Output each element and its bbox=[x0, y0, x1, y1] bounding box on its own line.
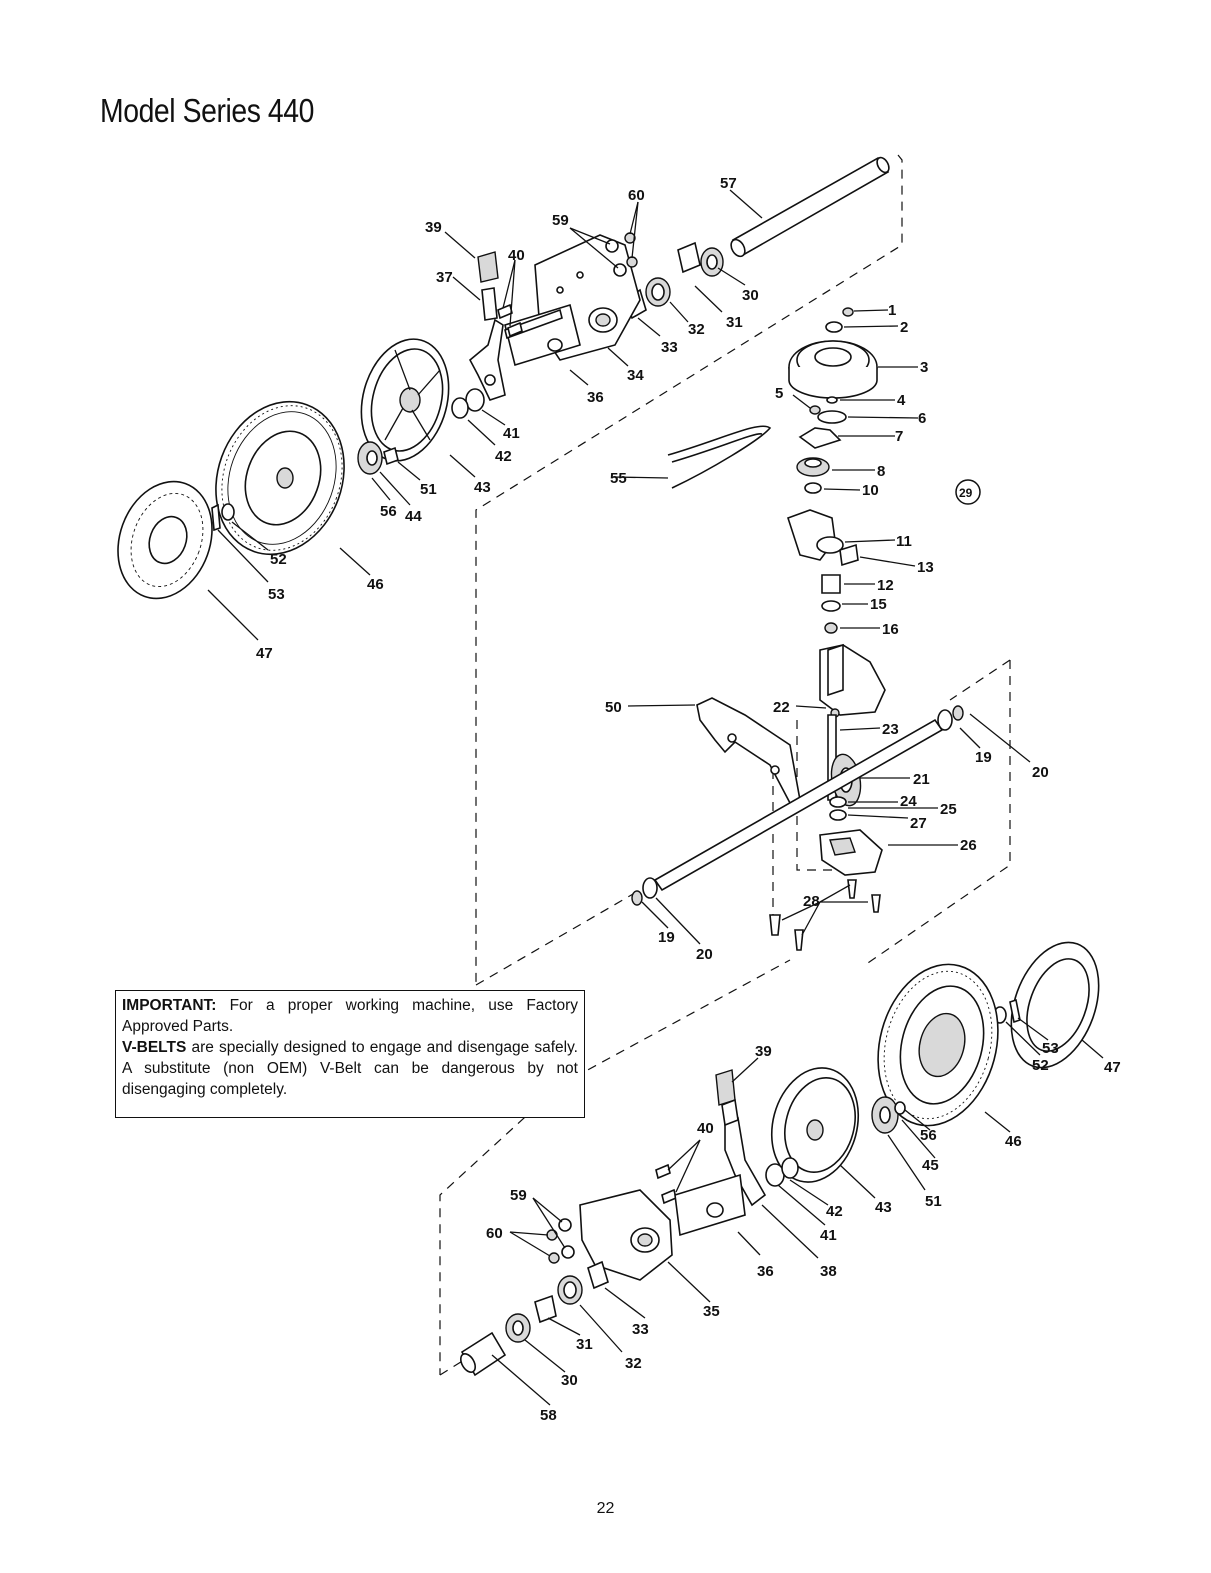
callout: 53 bbox=[1042, 1040, 1059, 1057]
important-text: For a proper working machine, use Factor… bbox=[122, 997, 579, 1035]
callout: 12 bbox=[877, 577, 894, 594]
callout: 42 bbox=[826, 1203, 843, 1220]
transmission-assembly bbox=[631, 307, 964, 951]
callout: 3 bbox=[920, 359, 928, 376]
callout: 50 bbox=[605, 699, 622, 716]
callout: 39 bbox=[425, 219, 442, 236]
callout: 40 bbox=[697, 1120, 714, 1137]
page-number: 22 bbox=[596, 1500, 615, 1517]
callout: 15 bbox=[870, 596, 887, 613]
circled-callout-29: 29 bbox=[955, 479, 981, 505]
callout: 11 bbox=[896, 533, 912, 550]
callout: 30 bbox=[742, 287, 759, 304]
callout: 52 bbox=[1032, 1057, 1049, 1074]
callout: 28 bbox=[803, 893, 820, 910]
callout: 32 bbox=[688, 321, 705, 338]
callout: 8 bbox=[877, 463, 885, 480]
callout: 7 bbox=[895, 428, 903, 445]
page-title: Model Series 440 bbox=[100, 92, 314, 129]
vbelts-text: are specially designed to engage and dis… bbox=[122, 1039, 578, 1098]
callout: 31 bbox=[576, 1336, 593, 1353]
callout: 58 bbox=[540, 1407, 557, 1424]
important-notice: IMPORTANT: For a proper working machine,… bbox=[115, 990, 585, 1118]
svg-text:29: 29 bbox=[959, 486, 973, 500]
drive-wheel-43 bbox=[360, 338, 450, 462]
callout: 23 bbox=[882, 721, 899, 738]
axle-tube-57 bbox=[730, 156, 890, 258]
callout: 43 bbox=[474, 479, 491, 496]
callout: 60 bbox=[628, 187, 645, 204]
assembly-dashed-lines bbox=[439, 154, 1011, 1376]
callout: 46 bbox=[367, 576, 384, 593]
callout: 34 bbox=[627, 367, 644, 384]
callout: 40 bbox=[508, 247, 525, 264]
callout: 55 bbox=[610, 470, 627, 487]
callout: 36 bbox=[757, 1263, 774, 1280]
callout: 44 bbox=[405, 508, 422, 525]
callout: 43 bbox=[875, 1199, 892, 1216]
callout: 60 bbox=[486, 1225, 503, 1242]
callout: 38 bbox=[820, 1263, 837, 1280]
callout: 47 bbox=[1104, 1059, 1121, 1076]
leader-lines bbox=[207, 189, 1104, 1406]
callout: 45 bbox=[922, 1157, 939, 1174]
callout: 13 bbox=[917, 559, 934, 576]
callout: 57 bbox=[720, 175, 737, 192]
callout: 26 bbox=[960, 837, 977, 854]
callout: 6 bbox=[918, 410, 926, 427]
callout: 31 bbox=[726, 314, 743, 331]
callout: 51 bbox=[420, 481, 437, 498]
callout: 56 bbox=[380, 503, 397, 520]
callout: 24 bbox=[900, 793, 917, 810]
callout: 37 bbox=[436, 269, 453, 286]
callout: 42 bbox=[495, 448, 512, 465]
vbelts-heading: V-BELTS bbox=[122, 1039, 187, 1056]
callout: 53 bbox=[268, 586, 285, 603]
callout: 2 bbox=[900, 319, 908, 336]
callout: 10 bbox=[862, 482, 879, 499]
callout: 36 bbox=[587, 389, 604, 406]
callout: 30 bbox=[561, 1372, 578, 1389]
callout: 20 bbox=[1032, 764, 1049, 781]
callout: 22 bbox=[773, 699, 790, 716]
callout: 27 bbox=[910, 815, 927, 832]
callout: 20 bbox=[696, 946, 713, 963]
callout: 41 bbox=[820, 1227, 837, 1244]
callout: 5 bbox=[775, 385, 783, 402]
callout: 32 bbox=[625, 1355, 642, 1372]
callout: 52 bbox=[270, 551, 287, 568]
tire-46 bbox=[215, 400, 345, 556]
callout: 41 bbox=[503, 425, 520, 442]
upper-wheel-assembly bbox=[117, 156, 890, 600]
callout: 51 bbox=[925, 1193, 942, 1210]
lower-wheel-assembly bbox=[459, 941, 1100, 1377]
callout: 35 bbox=[703, 1303, 720, 1320]
callout: 19 bbox=[658, 929, 675, 946]
hubcap-47 bbox=[117, 480, 213, 600]
callout-labels: 39 37 40 59 60 57 30 31 32 33 34 36 41 4… bbox=[256, 175, 1121, 1424]
callout: 59 bbox=[510, 1187, 527, 1204]
vbelts-paragraph: V-BELTS are specially designed to engage… bbox=[122, 1037, 578, 1100]
callout: 47 bbox=[256, 645, 273, 662]
callout: 21 bbox=[913, 771, 930, 788]
callout: 59 bbox=[552, 212, 569, 229]
callout: 33 bbox=[632, 1321, 649, 1338]
callout: 56 bbox=[920, 1127, 937, 1144]
callout: 33 bbox=[661, 339, 678, 356]
callout: 1 bbox=[888, 302, 896, 319]
callout: 19 bbox=[975, 749, 992, 766]
tire-46-lower bbox=[877, 963, 999, 1127]
callout: 4 bbox=[897, 392, 906, 409]
callout: 39 bbox=[755, 1043, 772, 1060]
important-heading: IMPORTANT: bbox=[122, 997, 217, 1014]
callout: 16 bbox=[882, 621, 899, 638]
callout: 46 bbox=[1005, 1133, 1022, 1150]
callout: 25 bbox=[940, 801, 957, 818]
important-paragraph: IMPORTANT: For a proper working machine,… bbox=[122, 995, 578, 1037]
